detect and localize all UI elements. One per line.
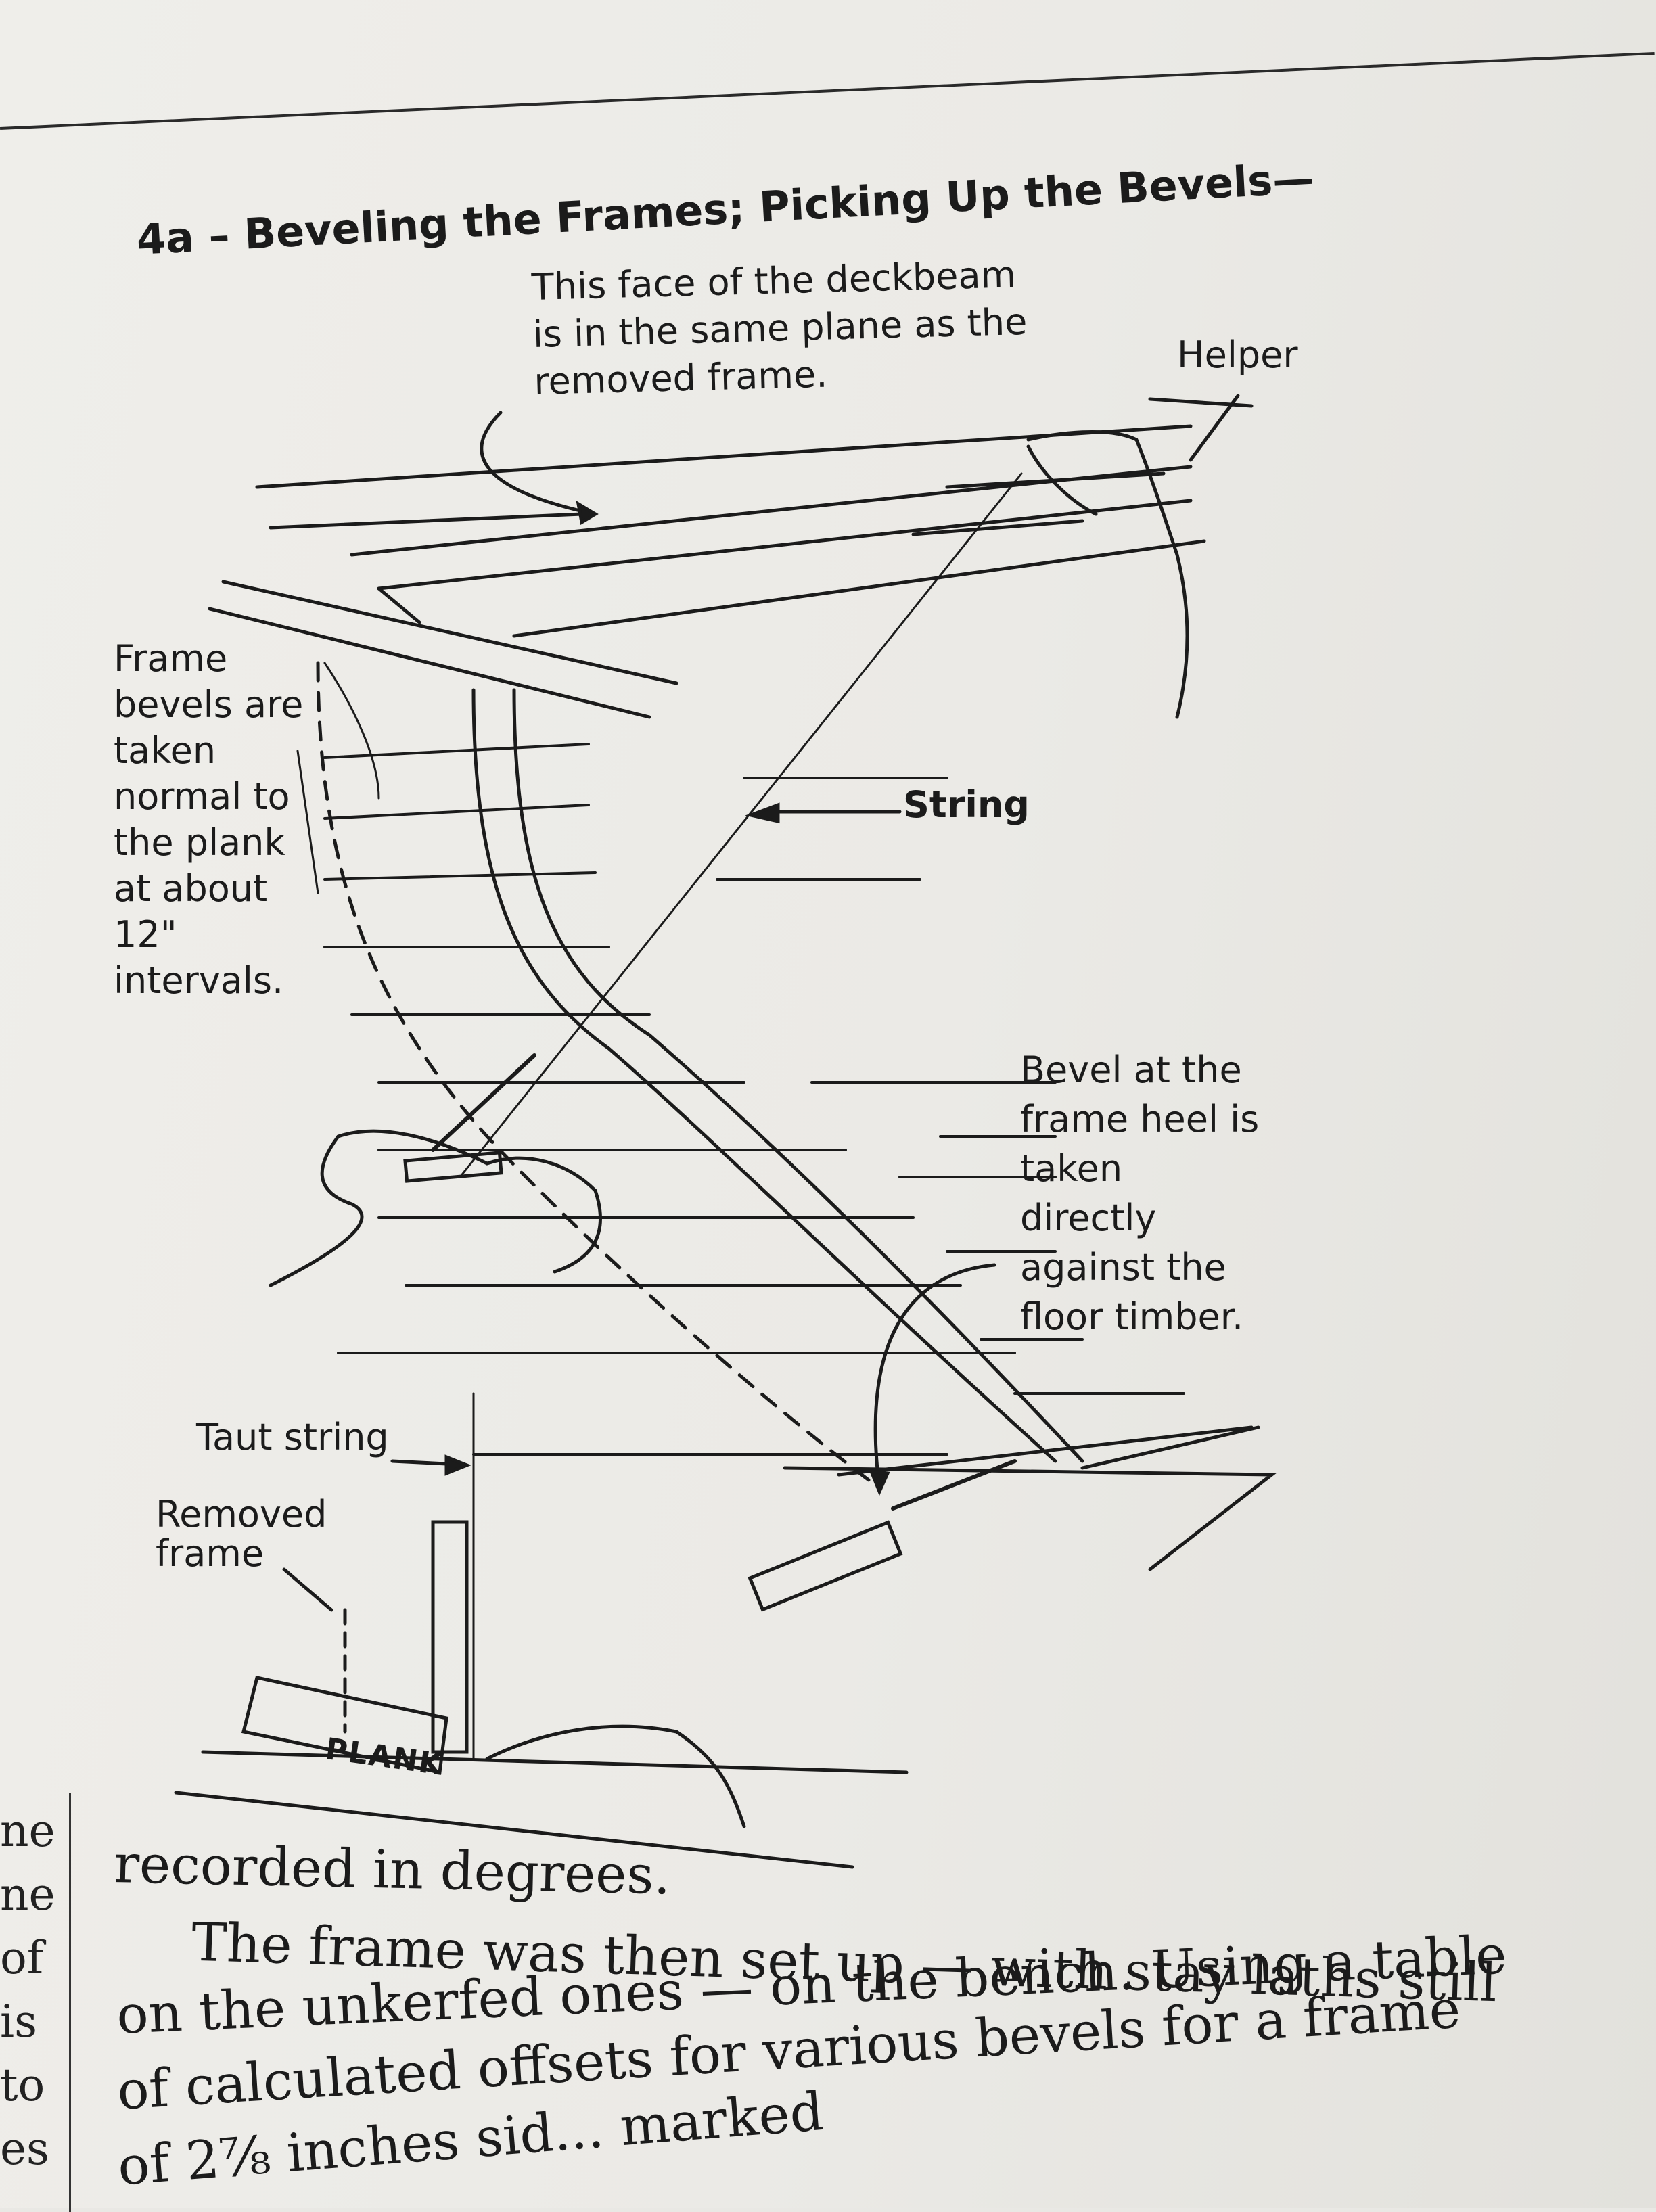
heel-arrow xyxy=(873,1263,996,1490)
margin-fragment: es xyxy=(0,2123,49,2175)
plank-hand xyxy=(485,1724,746,1828)
floor-timber xyxy=(783,1466,1277,1571)
heel-bevel-gauge xyxy=(748,1520,903,1612)
margin-fragment: ne xyxy=(0,1805,55,1857)
taut-string-caption: Taut string xyxy=(196,1416,389,1458)
removed-frame-dashed xyxy=(316,661,881,1490)
removed-frame-arrow xyxy=(282,1567,334,1612)
string-line xyxy=(459,472,1023,1178)
string-caption: String xyxy=(903,783,1030,826)
margin-fragment: of xyxy=(0,1932,44,1984)
plank-bottom xyxy=(174,1791,854,1869)
helper-caption: Helper xyxy=(1177,333,1298,376)
plank-edge xyxy=(201,1750,908,1774)
frame-curve-outer xyxy=(472,688,1057,1463)
left-margin-fragments: ne ne of is to es xyxy=(0,1799,55,2181)
body-paragraph: recorded in degrees. The frame was then … xyxy=(114,1826,1656,2205)
helper-hand xyxy=(1026,430,1189,719)
margin-fragment: ne xyxy=(0,1868,55,1920)
column-rule xyxy=(69,1793,71,2212)
bevel-heel-caption: Bevel at the frame heel is taken directl… xyxy=(1020,1049,1260,1338)
deckbeam-drawing xyxy=(208,397,1254,719)
helper-arrow xyxy=(1189,394,1240,462)
frame-curve-inner xyxy=(512,688,1084,1463)
square-stock xyxy=(241,1676,448,1774)
removed-frame-caption: Removed frame xyxy=(156,1493,327,1575)
frame-bevels-caption: Frame bevels are taken normal to the pla… xyxy=(114,637,304,1002)
deckbeam-caption: This face of the deckbeam is in the same… xyxy=(531,253,1028,403)
square-blade xyxy=(431,1520,469,1754)
hull-planking xyxy=(323,743,1185,1456)
margin-fragment: is xyxy=(0,1996,37,2048)
bevel-gauge xyxy=(403,1151,503,1183)
gauge-hands xyxy=(336,1129,597,1193)
margin-fragment: to xyxy=(0,2059,45,2111)
deckbeam-arrow xyxy=(480,411,597,516)
